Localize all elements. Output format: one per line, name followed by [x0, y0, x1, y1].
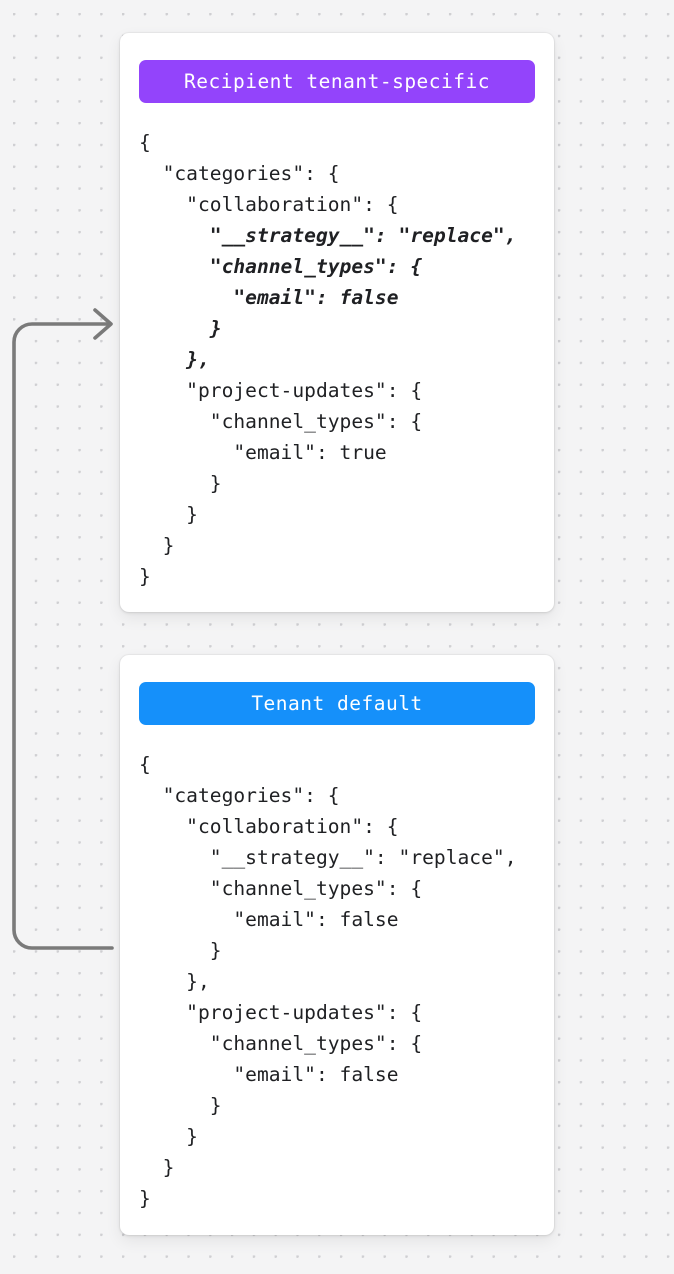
code-line: }: [139, 565, 151, 588]
code-line: "email": false: [139, 286, 399, 309]
code-line: {: [139, 753, 151, 776]
card-recipient-tenant-specific: Recipient tenant-specific { "categories"…: [120, 33, 554, 612]
code-line: "channel_types": {: [139, 877, 423, 900]
code-line: }: [139, 1156, 175, 1179]
code-line: "channel_types": {: [139, 1032, 423, 1055]
code-line: "collaboration": {: [139, 815, 399, 838]
code-line: "collaboration": {: [139, 193, 399, 216]
code-line: "email": false: [139, 908, 399, 931]
code-line: }: [139, 1187, 151, 1210]
code-line: },: [139, 970, 210, 993]
code-line: }: [139, 939, 222, 962]
code-line: }: [139, 1094, 222, 1117]
code-line: "email": true: [139, 441, 387, 464]
code-line: "email": false: [139, 1063, 399, 1086]
arrowhead-icon: [93, 308, 113, 340]
code-line: }: [139, 534, 175, 557]
code-block-recipient-tenant-specific: { "categories": { "collaboration": { "__…: [139, 127, 535, 592]
code-line: "project-updates": {: [139, 379, 423, 402]
code-line: "channel_types": {: [139, 255, 423, 278]
arrow-path: [12, 322, 114, 950]
card-header-recipient-tenant-specific: Recipient tenant-specific: [139, 60, 535, 103]
code-line: }: [139, 503, 198, 526]
code-line: }: [139, 472, 222, 495]
code-line: {: [139, 131, 151, 154]
code-line: },: [139, 348, 210, 371]
code-line: "categories": {: [139, 784, 340, 807]
code-line: }: [139, 1125, 198, 1148]
code-line: "channel_types": {: [139, 410, 423, 433]
code-line: }: [139, 317, 222, 340]
code-line: "__strategy__": "replace",: [139, 846, 517, 869]
code-line: "__strategy__": "replace",: [139, 224, 517, 247]
card-header-tenant-default: Tenant default: [139, 682, 535, 725]
code-line: "project-updates": {: [139, 1001, 423, 1024]
code-block-tenant-default: { "categories": { "collaboration": { "__…: [139, 749, 535, 1214]
code-line: "categories": {: [139, 162, 340, 185]
card-tenant-default: Tenant default { "categories": { "collab…: [120, 655, 554, 1235]
